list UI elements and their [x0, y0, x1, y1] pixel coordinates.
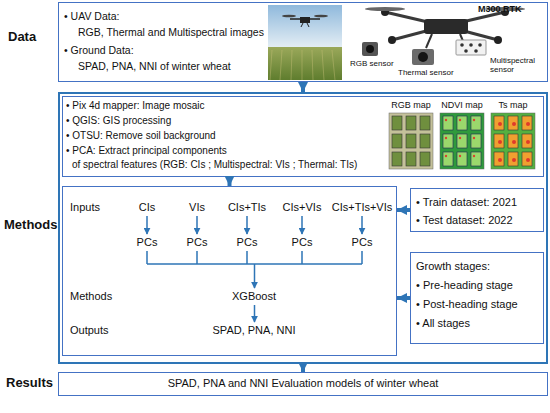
box-text: CIs: [139, 201, 156, 214]
process-box: Growth stages: • Pre-heading stage • Post-…: [410, 252, 544, 344]
box-text: • Ground Data:: [64, 44, 134, 56]
box-text: RGB, Thermal and Multispectral images: [78, 26, 264, 38]
box-text: PCs: [237, 236, 258, 249]
box-text: SPAD, PNA, NNI of winter wheat: [78, 60, 231, 72]
flow-arrow: [301, 364, 305, 372]
box-text: Results: [6, 376, 53, 391]
box-text: • Train dataset: 2021: [416, 196, 517, 209]
box-text: • Test dataset: 2022: [416, 214, 513, 227]
rgb-map: [389, 113, 433, 169]
box-text: Outputs: [70, 324, 109, 337]
process-box: Methods • Pix 4d mapper: Image mosaic • QG…: [58, 92, 548, 364]
box-text: SPAD, PNA, NNI: [213, 324, 296, 337]
ts-map: [491, 113, 535, 169]
box-text: Methods: [4, 218, 57, 233]
box-text: • QGIS: GIS processing: [66, 115, 171, 127]
part-label: NDVI map: [441, 101, 483, 111]
box-text: • UAV Data:: [64, 10, 119, 22]
box-text: VIs: [189, 201, 205, 214]
box-text: • OTSU: Remove soil background: [66, 130, 216, 142]
process-box: Data• UAV Data:RGB, Thermal and Multispe…: [58, 2, 548, 82]
box-text: of spectral features (RGB: CIs ; Multisp…: [72, 159, 357, 171]
part-label: M300 RTK: [478, 5, 522, 15]
part-label: RGB map: [391, 101, 431, 111]
box-text: PCs: [292, 236, 313, 249]
box-text: • PCA: Extract principal components: [66, 145, 227, 157]
part-label: Ts map: [498, 101, 527, 111]
box-text: Growth stages:: [416, 260, 490, 273]
box-text: • All stages: [416, 317, 470, 330]
flow-arrow: [397, 208, 410, 212]
process-box: ResultsSPAD, PNA and NNI Evaluation mode…: [58, 372, 548, 396]
flow-arrow: [228, 177, 232, 186]
part-label: RGB sensor: [350, 60, 394, 69]
part-label: Multispectral sensor: [490, 57, 544, 75]
process-box: • Train dataset: 2021 • Test dataset: 202…: [410, 188, 544, 232]
box-text: XGBoost: [232, 290, 276, 303]
box-text: PCs: [137, 236, 158, 249]
box-text: • Pix 4d mapper: Image mosaic: [66, 100, 205, 112]
box-text: Data: [8, 30, 36, 45]
box-text: • Pre-heading stage: [416, 279, 513, 292]
inner-flow-arrows: [147, 216, 362, 322]
multispectral-sensor: [456, 40, 486, 55]
rgb-sensor: [362, 42, 378, 56]
box-text: Inputs: [70, 201, 100, 214]
box-text: PCs: [187, 236, 208, 249]
box-text: CIs+TIs: [228, 201, 266, 214]
box-text: CIs+VIs: [283, 201, 322, 214]
box-text: PCs: [352, 236, 373, 249]
part-label: Thermal sensor: [398, 69, 454, 78]
uav-photo: [268, 5, 342, 80]
box-text: Methods: [70, 290, 112, 303]
flow-arrow: [397, 296, 410, 300]
process-box: Inputs CIs VIs CIs+TIs CIs+VIs CIs+TIs+VIsPCs…: [62, 186, 397, 356]
box-text: SPAD, PNA and NNI Evaluation models of w…: [168, 377, 439, 390]
flow-arrow: [301, 82, 305, 92]
box-text: • Post-heading stage: [416, 298, 518, 311]
box-text: CIs+TIs+VIs: [332, 201, 393, 214]
thermal-sensor: [412, 49, 434, 65]
ndvi-map: [440, 113, 484, 169]
